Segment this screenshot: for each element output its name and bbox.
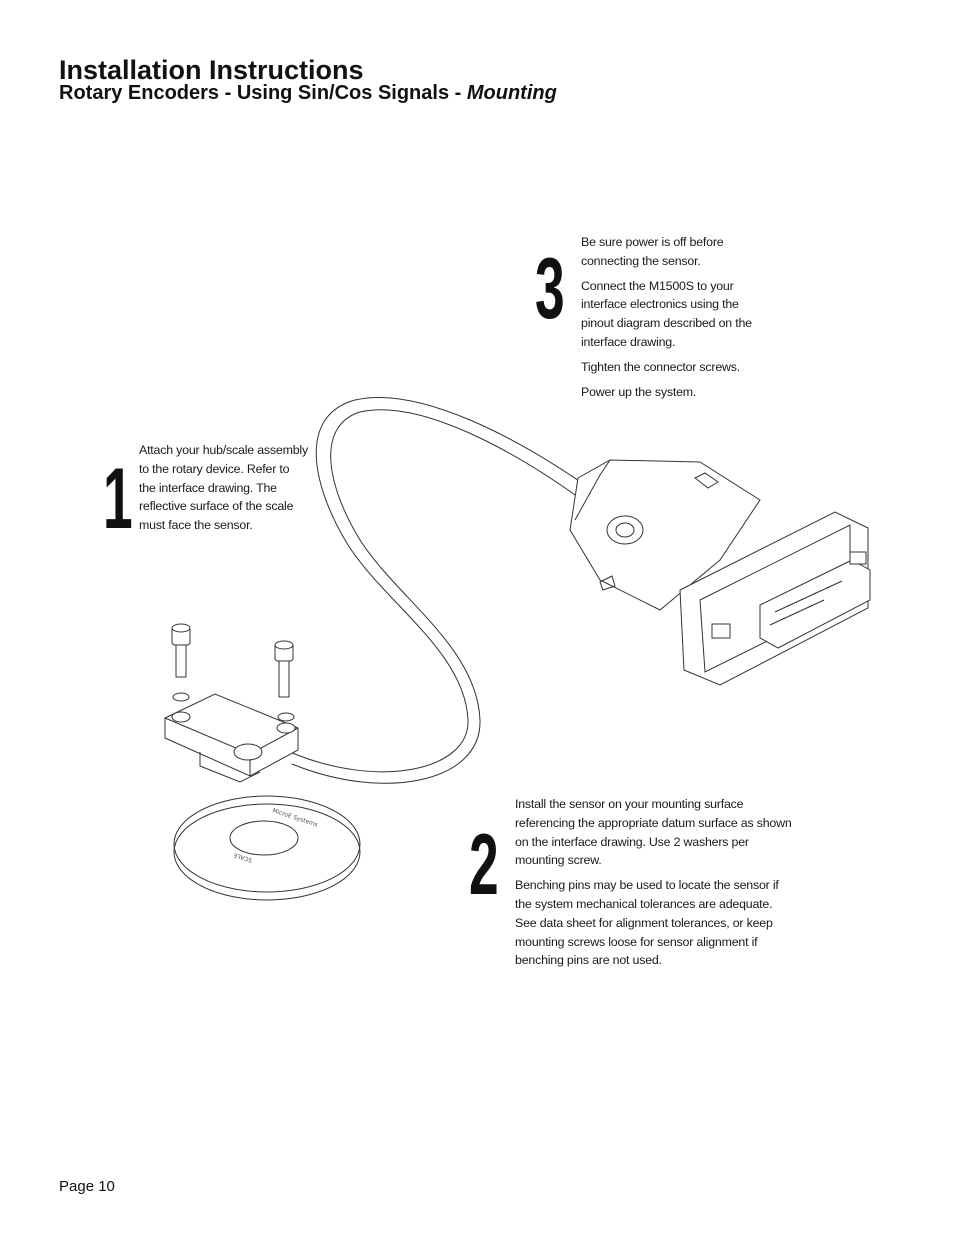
- mounting-screws-drawing: [171, 623, 295, 722]
- step-3-number: 3: [535, 241, 565, 337]
- step-1-number: 1: [103, 451, 133, 547]
- subtitle-prefix: Rotary Encoders - Using Sin/Cos Signals …: [59, 82, 467, 104]
- step-3-paragraph: Be sure power is off before connecting t…: [581, 235, 724, 268]
- page-subtitle: Rotary Encoders - Using Sin/Cos Signals …: [59, 80, 557, 106]
- page-title: Installation Instructions: [59, 55, 364, 85]
- step-1-paragraph: Attach your hub/scale assembly to the ro…: [139, 443, 308, 533]
- step-2-number: 2: [469, 817, 499, 913]
- step-2-paragraph: Benching pins may be used to locate the …: [515, 878, 779, 968]
- connector-drawing: [569, 459, 871, 686]
- step-3-paragraph: Power up the system.: [581, 384, 697, 399]
- step-2-text: Install the sensor on your mounting surf…: [515, 795, 795, 976]
- step-2-paragraph: Install the sensor on your mounting surf…: [515, 797, 792, 868]
- step-1-text: Attach your hub/scale assembly to the ro…: [139, 441, 309, 541]
- subtitle-emphasis: Mounting: [466, 82, 557, 104]
- step-3-text: Be sure power is off before connecting t…: [581, 233, 753, 407]
- cable-drawing: [289, 396, 586, 784]
- scale-disc-drawing: MicroE Systems SCALE: [173, 795, 361, 901]
- sensor-drawing: [164, 693, 299, 783]
- step-3-paragraph: Connect the M1500S to your interface ele…: [581, 278, 752, 349]
- step-3-paragraph: Tighten the connector screws.: [581, 359, 741, 374]
- page-number: Page 10: [59, 1178, 115, 1195]
